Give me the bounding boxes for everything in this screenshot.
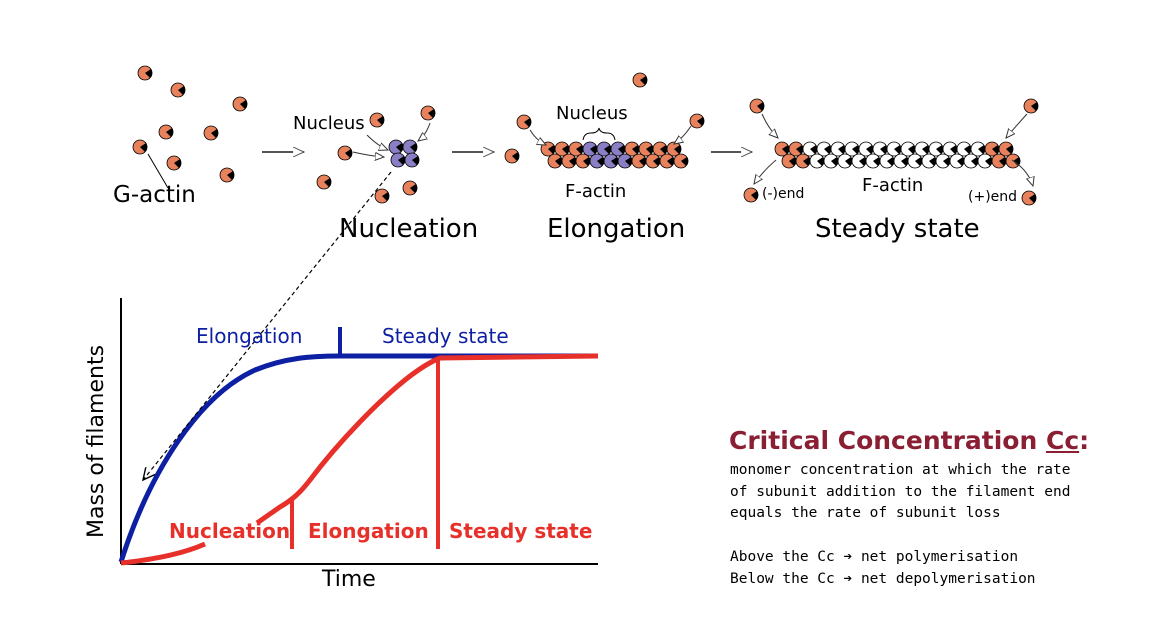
filament-monomer <box>949 153 965 169</box>
gactin-label: G-actin <box>113 182 196 208</box>
nucleation-dashed-arrow <box>143 171 392 480</box>
red-elongation-label: Elongation <box>308 519 429 543</box>
filament-monomer <box>781 153 797 169</box>
filament-monomer <box>921 153 937 169</box>
filament-monomer <box>893 153 909 169</box>
filament-monomer <box>603 153 619 169</box>
blue-curve <box>118 353 598 563</box>
factin-label-2: F-actin <box>862 175 924 196</box>
plus-end-label: (+)end <box>968 189 1018 205</box>
cc-definition-line-3: equals the rate of subunit loss <box>730 505 1001 521</box>
elongation-extras <box>504 72 705 164</box>
x-axis-label: Time <box>322 567 376 592</box>
filament-monomer <box>879 153 895 169</box>
filament-monomer <box>865 153 881 169</box>
red-nucleation-label: Nucleation <box>169 519 291 543</box>
steady-state-stage-label: Steady state <box>815 214 980 244</box>
nucleation-stage <box>316 105 436 204</box>
cc-title-colon: : <box>1079 426 1090 455</box>
graph <box>118 171 599 566</box>
factin-label-1: F-actin <box>565 181 627 202</box>
filament-monomer <box>617 153 633 169</box>
filament-monomer <box>809 153 825 169</box>
steady-state-extras <box>743 98 1039 206</box>
filament-monomer <box>645 153 661 169</box>
cc-above-line: Above the Cc ➔ net polymerisation <box>730 549 1019 565</box>
filament-monomer <box>547 153 563 169</box>
gactin-monomers <box>132 65 248 189</box>
elongation-stage-label: Elongation <box>547 214 686 244</box>
red-steady-state-label: Steady state <box>449 519 593 543</box>
blue-steady-state-label: Steady state <box>382 324 509 348</box>
filament-monomer <box>631 153 647 169</box>
filament-monomer <box>673 153 689 169</box>
filament-monomer <box>795 153 811 169</box>
filament-monomer <box>823 153 839 169</box>
filament-monomer <box>589 153 605 169</box>
filament-monomer <box>907 153 923 169</box>
elongation-filament <box>540 141 689 169</box>
cc-definition-line-1: monomer concentration at which the rate <box>730 462 1071 478</box>
cc-title-prefix: Critical Concentration <box>729 426 1046 455</box>
nucleation-stage-label: Nucleation <box>339 214 479 244</box>
red-curve <box>120 353 599 566</box>
nucleus-label-1: Nucleus <box>293 113 365 134</box>
filament-monomer <box>977 153 993 169</box>
filament-monomer <box>575 153 591 169</box>
filament-monomer <box>561 153 577 169</box>
filament-monomer <box>935 153 951 169</box>
cc-title-abbrev: Cc <box>1045 426 1080 455</box>
blue-elongation-label: Elongation <box>196 324 303 348</box>
filament-monomer <box>659 153 675 169</box>
filament-monomer <box>991 153 1007 169</box>
y-axis-label: Mass of filaments <box>84 344 109 538</box>
filament-monomer <box>837 153 853 169</box>
minus-end-label: (-)end <box>762 186 805 202</box>
cc-below-line: Below the Cc ➔ net depolymerisation <box>730 571 1036 587</box>
cc-definition-line-2: of subunit addition to the filament end <box>730 484 1071 500</box>
critical-concentration-title: Critical Concentration Cc: <box>729 426 1089 455</box>
steady-state-filament <box>774 141 1021 169</box>
filament-monomer <box>963 153 979 169</box>
nucleus-label-2: Nucleus <box>556 103 628 124</box>
filament-monomer <box>851 153 867 169</box>
